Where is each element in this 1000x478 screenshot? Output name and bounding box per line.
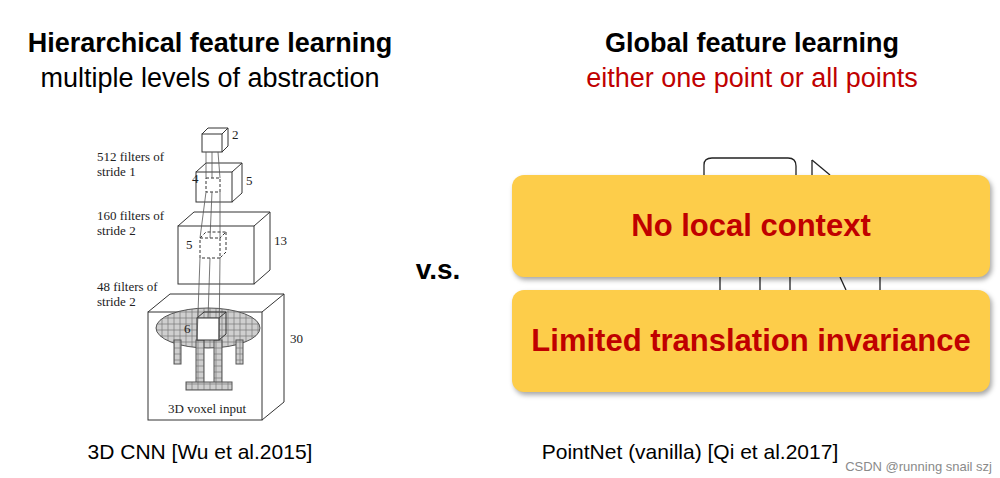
versus: v.s. xyxy=(416,254,461,286)
heading: Global feature learning xyxy=(605,28,899,59)
subheading: multiple levels of abstraction xyxy=(40,63,379,94)
layer-note: 512 filters of stride 1 xyxy=(97,150,189,180)
watermark: CSDN @running snail szj xyxy=(845,460,992,475)
dimension: 2 xyxy=(232,128,239,143)
conv1-cube xyxy=(178,212,270,284)
receptive-lines xyxy=(197,152,220,340)
dimension: 4 xyxy=(192,172,199,187)
conv3-cube xyxy=(202,128,228,152)
box-text: No local context xyxy=(631,207,870,244)
layer-note: 48 filters of stride 2 xyxy=(97,280,189,310)
dimension: 5 xyxy=(246,174,253,189)
dimension: 6 xyxy=(184,322,191,337)
layer-note: 160 filters of stride 2 xyxy=(97,209,189,239)
dimension: 30 xyxy=(290,332,303,347)
callout-box: No local context xyxy=(512,175,990,277)
callout-box: Limited translation invariance xyxy=(512,290,990,392)
box-text: Limited translation invariance xyxy=(531,322,970,359)
input-label: 3D voxel input xyxy=(168,402,246,417)
dimension: 13 xyxy=(274,234,287,249)
caption: 3D CNN [Wu et al.2015] xyxy=(88,440,313,464)
caption: PointNet (vanilla) [Qi et al.2017] xyxy=(542,440,838,464)
input-cube xyxy=(148,294,284,420)
subheading: either one point or all points xyxy=(586,63,918,94)
heading: Hierarchical feature learning xyxy=(28,28,393,59)
dimension: 5 xyxy=(186,238,193,253)
